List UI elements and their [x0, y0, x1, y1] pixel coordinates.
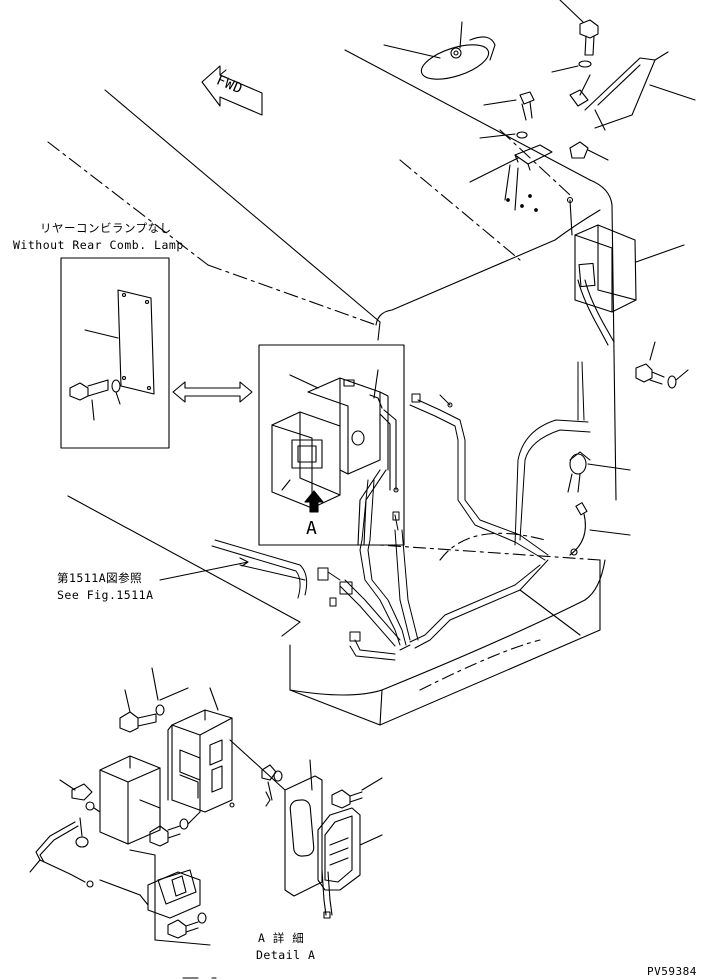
see-fig-leader-arrow — [159, 557, 249, 581]
swap-double-arrow-icon — [172, 381, 253, 403]
forward-arrow-icon — [201, 65, 263, 116]
view-a-inset — [258, 344, 405, 546]
machine-body-outline — [47, 49, 617, 726]
top-right-mount-hardware — [383, 0, 696, 212]
without-lamp-inset — [60, 257, 170, 449]
detail-title-jp: A 詳 細 — [258, 931, 305, 945]
detail-title-en: Detail A — [256, 948, 316, 962]
drawing-number: PV59384 — [647, 965, 697, 978]
wiring-harness — [211, 361, 591, 661]
view-a-marker: A — [306, 518, 318, 539]
rear-lamp-box — [566, 196, 689, 556]
see-fig-en: See Fig.1511A — [57, 588, 154, 602]
inset-title-jp: リヤーコンビランプなし — [40, 221, 172, 235]
see-fig-jp: 第1511A図参照 — [57, 571, 143, 585]
detail-a-assembly — [29, 667, 383, 946]
inset-title-en: Without Rear Comb. Lamp — [13, 238, 184, 252]
